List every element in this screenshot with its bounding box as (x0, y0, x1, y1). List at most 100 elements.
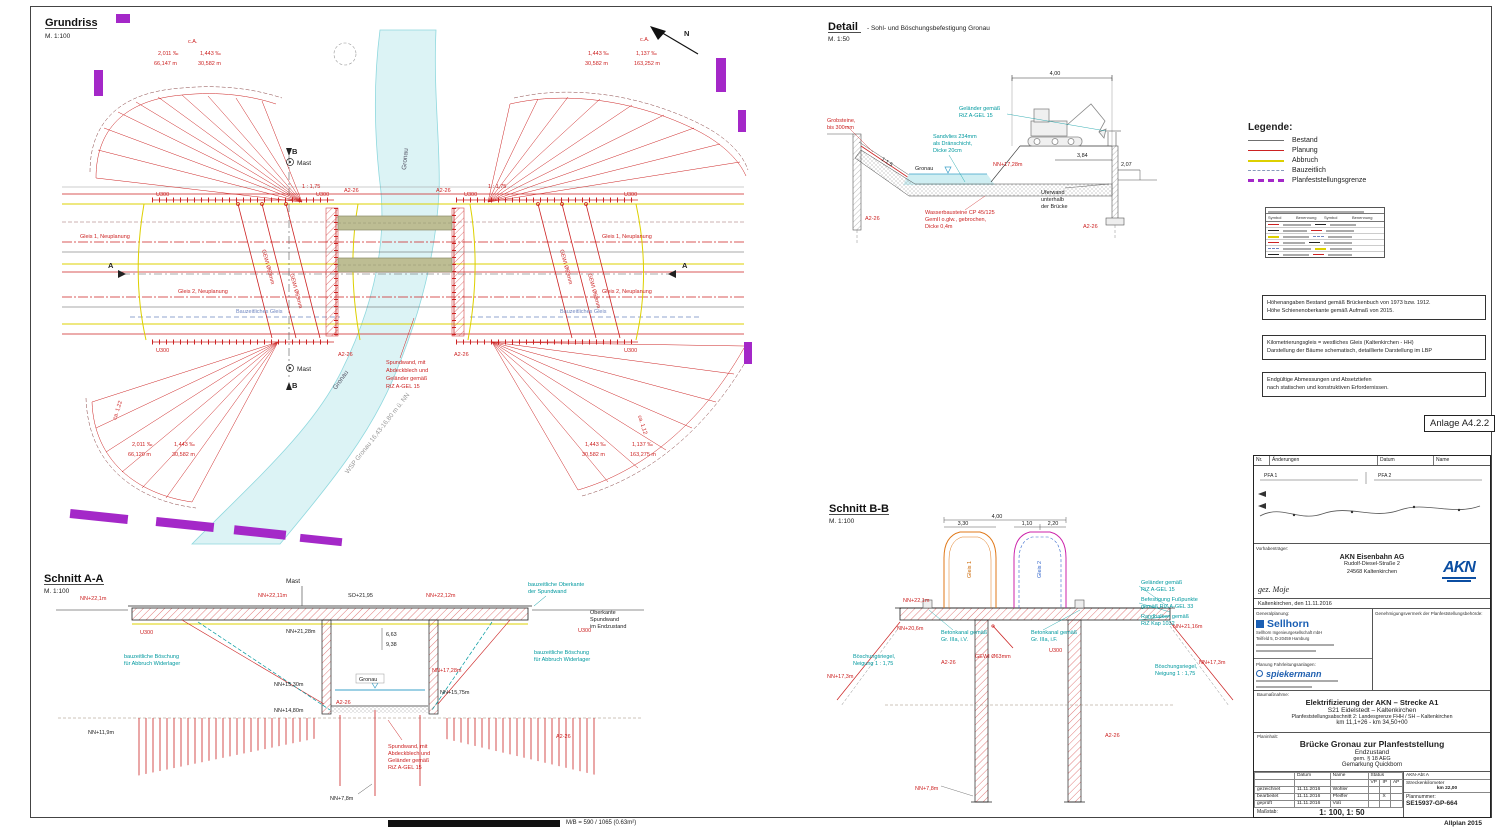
legend-item: Bauzeitlich (1248, 167, 1483, 174)
symbol-table-row (1266, 222, 1384, 228)
boeschung-note: für Abbruch Widerlager (124, 661, 180, 667)
symbol-table-row (1266, 240, 1384, 246)
wasserbausteine-note: Dicke 0,4m (925, 224, 953, 230)
symbol-table-row (1266, 252, 1384, 257)
legend-label: Abbruch (1292, 157, 1319, 164)
boeschung-note: bauzeitliche Böschung (534, 650, 589, 656)
gleis2-label: Gleis 2, Neuplanung (178, 289, 228, 295)
symbol-table-row (1266, 246, 1384, 252)
embankment-fan-top-right (487, 91, 749, 203)
note-line: Darstellung der Bäume schematisch, detai… (1267, 348, 1433, 355)
nn-label: NN+7,8m (330, 796, 354, 802)
dim-label: 4,00 (992, 514, 1003, 520)
akn-logo: AKN (1443, 559, 1476, 577)
nn-label: NN+21,16m (1173, 624, 1203, 630)
note-line: Höhenangaben Bestand gemäß Brückenbuch v… (1267, 300, 1431, 306)
planinhalt-line: Endzustand (1354, 748, 1390, 756)
note-abmessungen: Endgültige Abmessungen und Absetztiefen … (1262, 372, 1486, 397)
gelaender-note: Geländer gemäß (959, 106, 1001, 112)
note-hoehenangaben: Höhenangaben Bestand gemäß Brückenbuch v… (1262, 295, 1486, 320)
legend-item: Planfeststellungsgrenze (1248, 177, 1483, 184)
dim-label: 1,10 (1022, 521, 1033, 527)
boeschung-note: Neigung 1 : 1,75 (853, 661, 893, 667)
grundriss-title: Grundriss (45, 17, 98, 29)
boeschung-note: Neigung 1 : 1,75 (1155, 671, 1195, 677)
u300-label: U300 (578, 628, 591, 634)
detail-leaders (846, 113, 1110, 211)
grobsteine-note: Grobsteine, (827, 118, 856, 124)
dim-label: 30,582 m (582, 452, 605, 458)
rev-aenderungen-header: Änderungen (1270, 456, 1378, 465)
a2-26-label: A2-26 (941, 660, 956, 666)
legend-line-abbruch (1248, 159, 1284, 162)
a2-26-label: A2-26 (454, 352, 469, 358)
bridge-slabs (337, 215, 453, 273)
baumassnahme-line: km 11,1+26 - km 34,50+00 (1336, 720, 1408, 727)
bauz-ok-note: der Spundwand (528, 589, 567, 595)
mast-symbol-bottom (286, 364, 294, 372)
mast-label: Mast (286, 578, 300, 585)
schnitt-aa-scale: M. 1:100 (44, 588, 70, 595)
legend-item: Bestand (1248, 137, 1483, 144)
bb-geometry (836, 517, 1234, 803)
detail-scale: M. 1:50 (828, 36, 850, 43)
leader-lines (399, 317, 415, 359)
fusspunkte-note: gemäß RiZ A-GEL 33 (1141, 604, 1193, 610)
dim-label: 66,147 m (154, 61, 177, 67)
pfa2-label: PFA 2 (1378, 473, 1392, 479)
aa-geometry (56, 586, 644, 796)
baumassnahme-line: Elektrifizierung der AKN – Strecke A1 (1305, 698, 1439, 708)
vorhabentraeger-label: Vorhabenträger: (1256, 545, 1289, 551)
sellhorn-wordmark: Sellhorn (1267, 618, 1310, 631)
nn-label: NN+22,11m (258, 593, 288, 599)
baumassnahme-label: Baumaßnahme: (1257, 692, 1290, 698)
dim-label: 30,582 m (585, 61, 608, 67)
spundwand-note: Abdeckblech und (388, 751, 430, 757)
planinhalt-label: Planinhalt: (1257, 733, 1279, 739)
randbalken-note: RiZ Kap 1032 (1141, 621, 1175, 627)
legend-line-bestand (1248, 140, 1284, 141)
legend-item: Abbruch (1248, 157, 1483, 164)
dim-label: 9,38 (386, 642, 397, 648)
plannummer-label: Plannummer: (1406, 793, 1436, 800)
mast-symbol-top (286, 158, 294, 166)
nn-label: NN+21,28m (286, 629, 316, 635)
sandvlies-note: Dicke 20cm (933, 148, 962, 154)
spundwand-note: RiZ A-GEL 15 (386, 384, 420, 390)
ok-end-note: im Endzustand (590, 624, 626, 630)
legend-item: Planung (1248, 147, 1483, 154)
akn-logo-bar (1447, 580, 1471, 583)
title-block: Nr. Änderungen Datum Name PFA 1 PFA 2 Vo… (1253, 455, 1491, 818)
grundriss-scale: M. 1:100 (45, 33, 71, 40)
note-line: Höhe Schienenoberkante gemäß Aufmaß von … (1267, 308, 1394, 315)
wasserbausteine-note: Wasserbausteine CP 45/125 (925, 210, 995, 216)
revision-header-row: Nr. Änderungen Datum Name (1254, 456, 1490, 466)
nn-label: NN+17,3m (827, 674, 854, 680)
u300-label: U300 (156, 192, 169, 198)
baumassnahme-line: S21 Eidelstedt – Kaltenkirchen (1327, 707, 1417, 715)
sig-vp-header: VP (1367, 778, 1381, 787)
schnitt-bb-title: Schnitt B-B (829, 503, 889, 515)
a2-26-label: A2-26 (1105, 733, 1120, 739)
sig-ip-header: IP (1379, 778, 1391, 787)
symbol-table-row (1266, 228, 1384, 234)
dim-label: c.A. (640, 37, 650, 43)
divider (1254, 657, 1372, 659)
akn-logo-bar (1442, 577, 1476, 580)
legend: Legende: Bestand Planung Abbruch Bauzeit… (1248, 122, 1483, 187)
abutment-walls (325, 207, 465, 337)
dim-label: 6,63 (386, 632, 397, 638)
schnitt-aa-title: Schnitt A-A (44, 573, 104, 585)
excavator-sketch (1027, 103, 1107, 147)
a2-26-label: A2-26 (336, 700, 351, 706)
a2-26-label: A2-26 (865, 216, 880, 222)
gronau-label: Gronau (401, 148, 410, 171)
spundwand-note: Geländer gemäß (386, 376, 428, 382)
dim-label: 1,443 ‰ (588, 51, 609, 57)
sig-x-mark: X (1379, 792, 1391, 801)
randbalken-note: Randbalken gemäß (1141, 614, 1190, 620)
nn17-28-label: NN+17,28m (993, 162, 1023, 168)
nn-label: NN+15,75m (440, 690, 470, 696)
